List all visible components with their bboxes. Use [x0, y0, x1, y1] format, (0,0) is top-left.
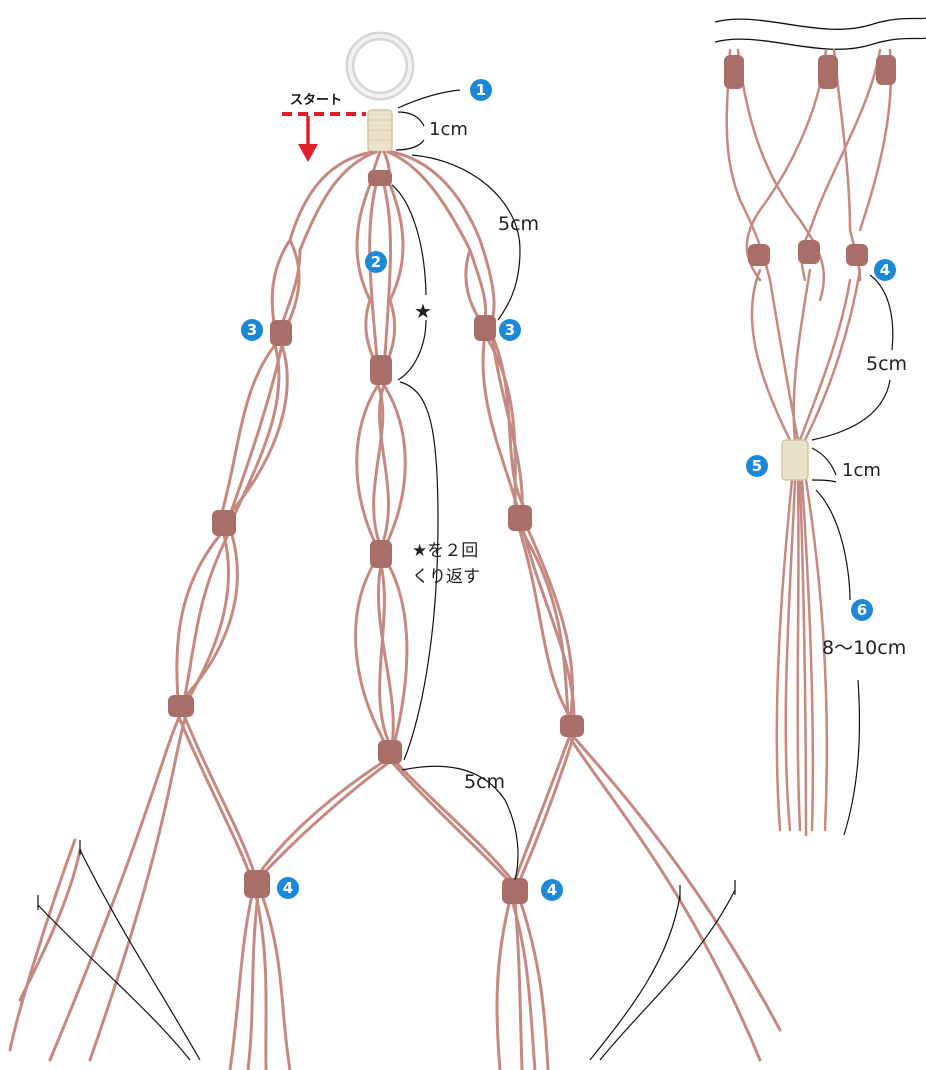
repeat-label-line1: ★を２回 [412, 541, 478, 561]
right-gap-label: 5cm [866, 353, 907, 375]
right-detail [715, 18, 926, 835]
left-cords [10, 152, 780, 1070]
step-badge-4-center: 4 [541, 879, 563, 901]
first-gap-label: 5cm [498, 213, 539, 235]
step-badge-4-left: 4 [277, 877, 299, 899]
svg-text:3: 3 [505, 321, 515, 339]
svg-text:5: 5 [752, 457, 762, 475]
step-badge-6: 6 [851, 599, 873, 621]
star-label: ★ [414, 299, 432, 323]
repeat-label-line2: くり返す [412, 567, 480, 587]
step-badge-3-left: 3 [241, 319, 263, 341]
svg-text:1: 1 [476, 81, 486, 99]
step-badge-4-detail: 4 [874, 259, 896, 281]
bottom-gap-label: 5cm [464, 771, 505, 793]
bottom-wrap-length-label: 1cm [842, 460, 881, 481]
step-badge-2: 2 [365, 251, 387, 273]
svg-text:6: 6 [857, 601, 867, 619]
step-badge-1: 1 [470, 79, 492, 101]
top-wrap [368, 110, 392, 152]
tassel-length-label: 8〜10cm [822, 637, 906, 659]
svg-text:4: 4 [283, 879, 293, 897]
start-label: スタート [290, 93, 342, 108]
step-badge-5: 5 [746, 455, 768, 477]
step-badge-3-right: 3 [499, 319, 521, 341]
start-marker [282, 114, 366, 162]
bottom-wrap [782, 440, 808, 480]
svg-text:4: 4 [880, 261, 890, 279]
svg-text:3: 3 [247, 321, 257, 339]
svg-text:2: 2 [371, 253, 381, 271]
svg-text:4: 4 [547, 881, 557, 899]
ring-icon [350, 36, 410, 96]
top-ring-length-label: 1cm [429, 119, 468, 140]
